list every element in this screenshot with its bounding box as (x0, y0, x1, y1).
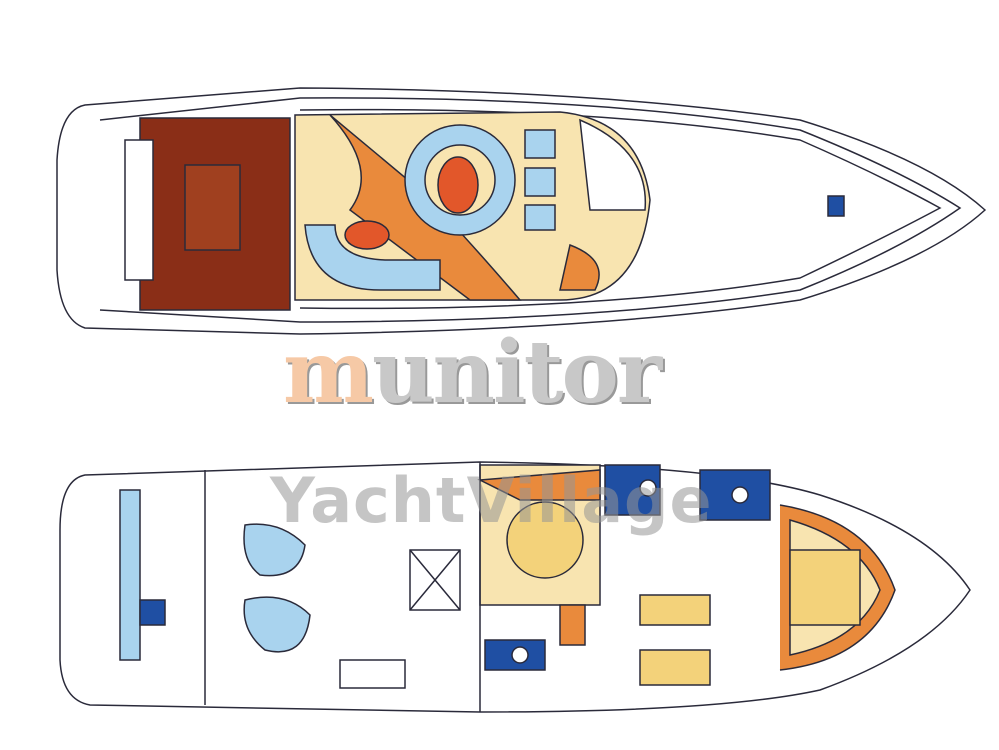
yachtvillage-watermark: YachtVillage (270, 464, 713, 537)
hatch (827, 195, 845, 217)
table (437, 156, 479, 214)
lower-deck (59, 461, 971, 713)
bed-forward (789, 549, 861, 626)
upper-deck (56, 87, 987, 335)
munitor-watermark: munitor (283, 322, 662, 423)
engine-2 (243, 596, 311, 653)
bed-master (506, 501, 584, 579)
bunk-1 (639, 594, 711, 626)
engine-1 (243, 523, 306, 577)
bunk-2 (639, 649, 711, 686)
